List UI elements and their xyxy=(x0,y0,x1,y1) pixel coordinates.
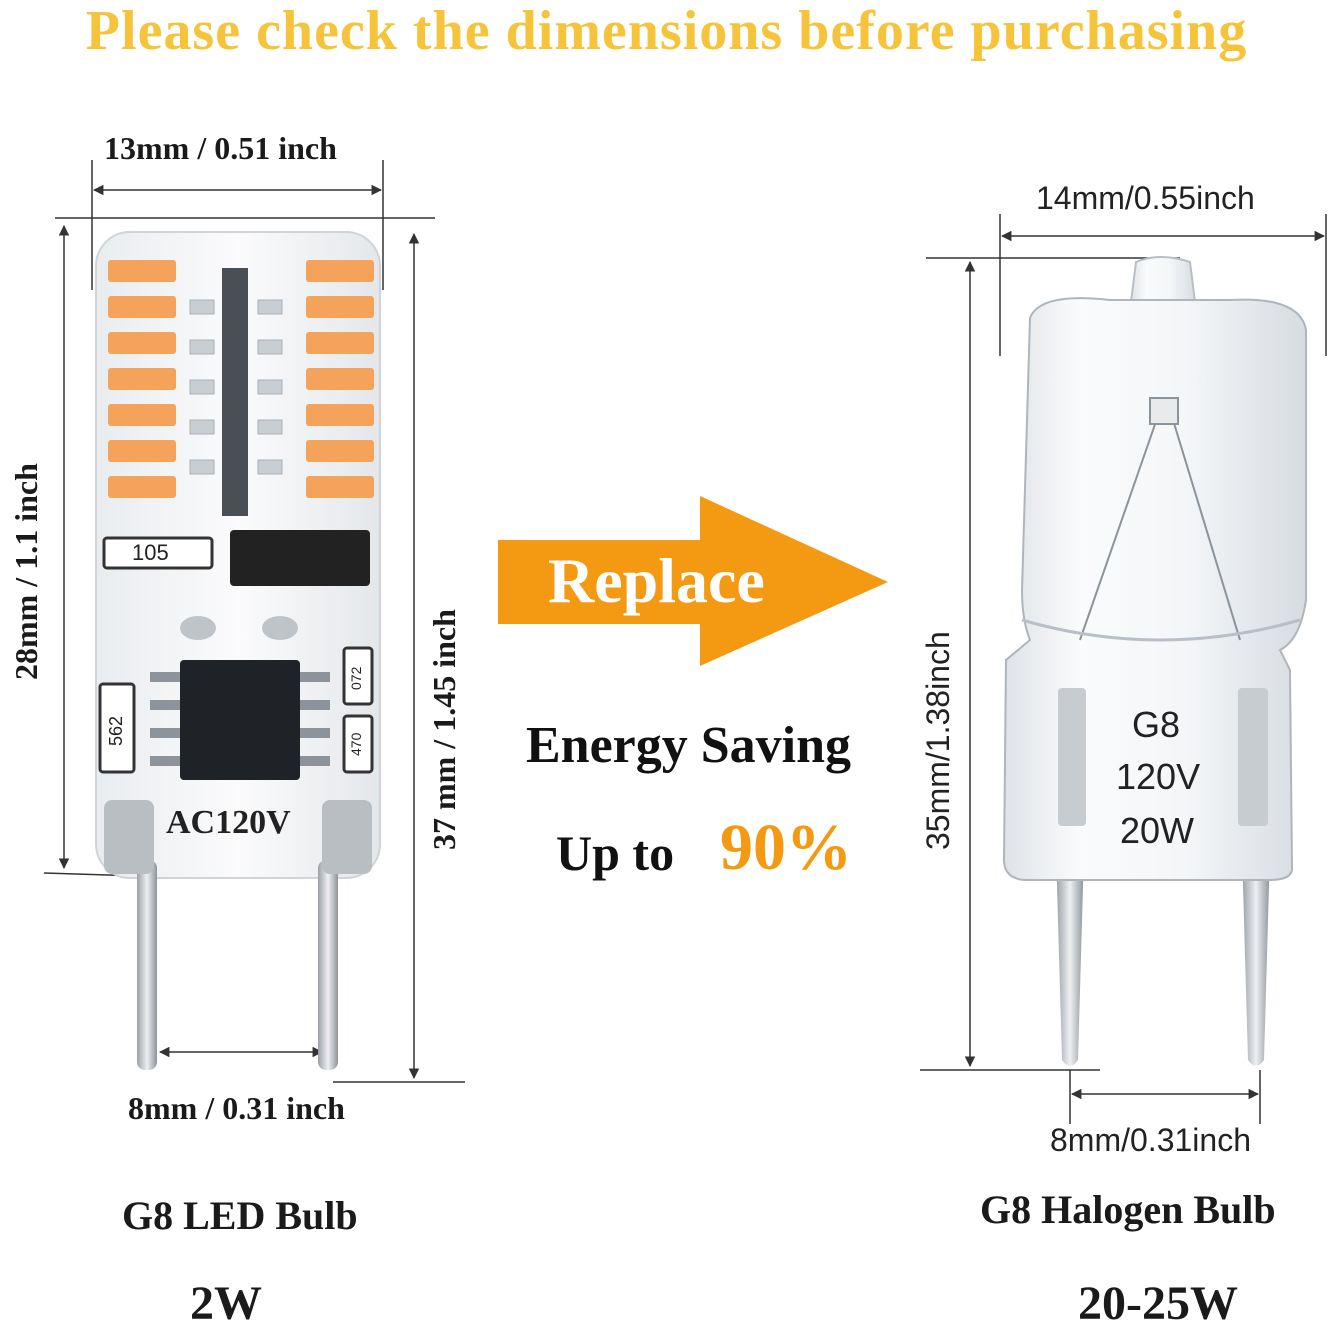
led-wattage: 2W xyxy=(190,1277,262,1330)
energy-saving-label: Energy Saving xyxy=(526,717,852,774)
saving-percent: 90% xyxy=(720,811,852,884)
led-total-height-label: 37 mm / 1.45 inch xyxy=(426,609,462,850)
replace-arrow xyxy=(498,496,888,666)
led-bulb xyxy=(95,231,381,1070)
led-printed-voltage: AC120V xyxy=(166,804,291,841)
halogen-base-line-1: G8 xyxy=(1132,704,1181,745)
led-bulb-name: G8 LED Bulb xyxy=(122,1193,358,1238)
halogen-wattage: 20-25W xyxy=(1078,1277,1238,1330)
led-pin-spacing-label: 8mm / 0.31 inch xyxy=(128,1090,345,1126)
halogen-height-label: 35mm/1.38inch xyxy=(920,631,956,850)
replace-label: Replace xyxy=(548,545,765,616)
up-to-label: Up to xyxy=(556,825,675,881)
led-chip-code-562: 562 xyxy=(106,715,126,746)
halogen-dimension-lines xyxy=(920,214,1327,1124)
led-body-height-label: 28mm / 1.1 inch xyxy=(8,463,44,680)
halogen-width-label: 14mm/0.55inch xyxy=(1036,180,1255,216)
led-width-label: 13mm / 0.51 inch xyxy=(104,130,337,166)
halogen-base-line-2: 120V xyxy=(1116,756,1201,797)
halogen-bulb xyxy=(1002,256,1307,1066)
halogen-pin-spacing-label: 8mm/0.31inch xyxy=(1050,1122,1251,1158)
headline: Please check the dimensions before purch… xyxy=(85,0,1248,62)
led-chip-code-072: 072 xyxy=(348,666,364,690)
halogen-bulb-name: G8 Halogen Bulb xyxy=(980,1187,1276,1232)
led-chip-code-105: 105 xyxy=(132,540,169,565)
led-chip-code-470: 470 xyxy=(348,732,364,756)
halogen-base-line-3: 20W xyxy=(1120,810,1195,851)
led-dimension-lines xyxy=(43,160,465,1083)
